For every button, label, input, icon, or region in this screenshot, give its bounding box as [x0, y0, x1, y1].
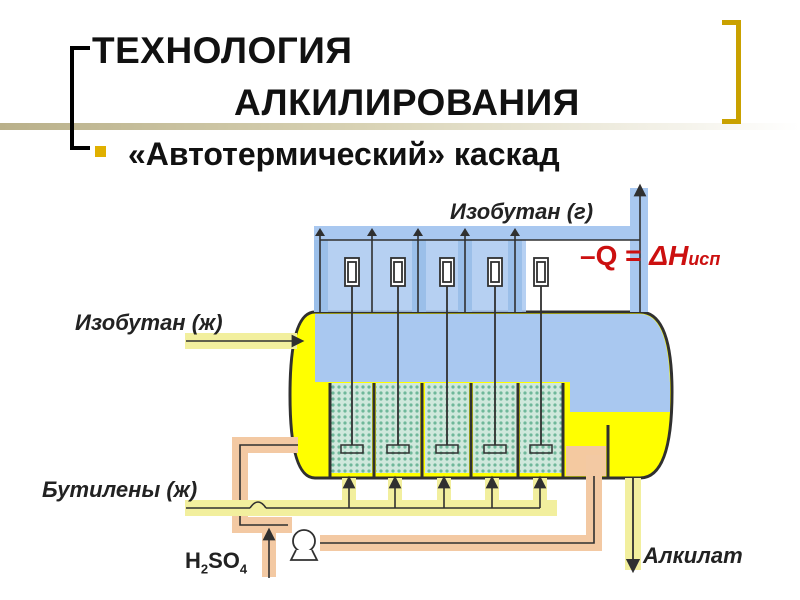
label-isobutane-liquid: Изобутан (ж)	[75, 310, 223, 335]
bullet-icon	[95, 146, 106, 157]
gas-outlet-arrow	[315, 228, 520, 236]
header-rule	[0, 123, 800, 130]
label-butylenes: Бутилены (ж)	[42, 477, 198, 502]
subtitle: «Автотермический» каскад	[128, 136, 560, 172]
butylene-manifold	[185, 475, 557, 516]
acid-h: H	[185, 548, 201, 573]
acid-so: SO	[208, 548, 240, 573]
label-alkylate: Алкилат	[643, 543, 743, 568]
title-line-1: ТЕХНОЛОГИЯ	[92, 30, 353, 71]
title-line-2: АЛКИЛИРОВАНИЯ	[234, 82, 580, 123]
formula-minus-q: –Q	[580, 240, 618, 271]
acid-sub-2: 2	[200, 561, 209, 577]
formula-delta-h: ΔH	[649, 240, 689, 271]
pump-icon	[289, 529, 319, 561]
heat-formula: –Q = ΔHисп	[580, 240, 720, 272]
acid-sub-4: 4	[239, 561, 248, 577]
right-bracket	[722, 20, 741, 124]
emulsion-section-1	[330, 383, 372, 473]
alkylate-outlet	[625, 478, 641, 574]
isobutane-feed-pipe	[185, 333, 305, 349]
label-isobutane-gas: Изобутан (г)	[450, 199, 594, 224]
formula-equals: =	[625, 240, 642, 271]
label-sulfuric-acid: H2SO4	[185, 548, 247, 576]
stirrer-motors	[344, 257, 549, 445]
left-bracket	[70, 46, 90, 150]
formula-subscript: исп	[688, 249, 721, 269]
acid-loop	[232, 437, 602, 578]
